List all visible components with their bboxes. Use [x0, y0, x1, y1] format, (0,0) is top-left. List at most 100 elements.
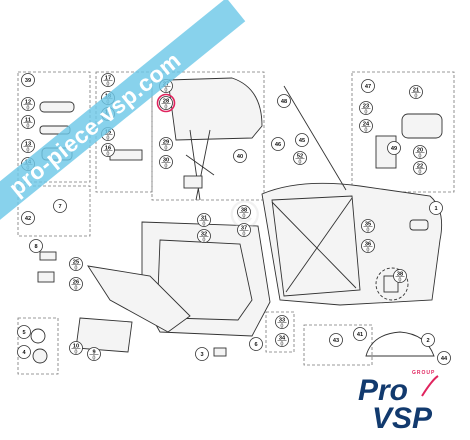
callout-circle — [359, 119, 373, 133]
callout-quantity: 0 — [365, 109, 368, 115]
callout-circle — [21, 97, 35, 111]
callout-number: 3 — [200, 352, 203, 358]
watermark-band-bg — [0, 0, 246, 229]
callout-c4: 4 — [17, 345, 31, 359]
callout-number: 5 — [22, 330, 25, 336]
callout-quantity: 0 — [165, 104, 168, 110]
callout-c44: 44 — [437, 351, 451, 365]
door-seal-strip — [283, 85, 347, 191]
callout-c5: 5 — [17, 325, 31, 339]
callout-quantity: 0 — [165, 145, 168, 151]
callout-circle — [413, 145, 427, 159]
door-shell — [261, 182, 443, 306]
callout-circle — [237, 223, 251, 237]
callout-number: 29 — [163, 140, 169, 146]
callout-number: 4 — [22, 350, 26, 356]
callout-quantity: 0 — [419, 169, 422, 175]
callout-c16: 160 — [101, 143, 115, 157]
callout-c30: 300 — [159, 155, 173, 169]
callout-circle — [413, 161, 427, 175]
callout-circle — [195, 347, 209, 361]
callout-c22: 220 — [413, 161, 427, 175]
callout-circle — [421, 333, 435, 347]
callout-circle — [101, 73, 115, 87]
callout-circle — [17, 345, 31, 359]
callout-number: 33 — [279, 318, 285, 324]
callout-number: 32 — [201, 232, 207, 238]
vapor-barrier — [75, 317, 133, 353]
callout-circle — [429, 201, 443, 215]
callout-c47: 47 — [361, 79, 375, 93]
callout-quantity: 0 — [365, 127, 368, 133]
callout-c33: 330 — [275, 315, 289, 329]
callout-c23: 230 — [359, 101, 373, 115]
callout-circle — [277, 94, 291, 108]
callout-circle — [359, 101, 373, 115]
callout-circle — [361, 219, 375, 233]
callout-number: 38 — [397, 272, 403, 278]
callout-quantity: 0 — [203, 237, 206, 243]
callout-c40: 40 — [233, 149, 247, 163]
hinge-part-bracket — [37, 271, 55, 283]
callout-circle — [353, 327, 367, 341]
callout-quantity: 0 — [281, 341, 284, 347]
callout-c7: 7 — [53, 199, 67, 213]
window-regulator — [185, 129, 215, 201]
callout-c13: 130 — [21, 139, 35, 153]
callout-quantity: 0 — [419, 153, 422, 159]
logo-swoosh — [421, 375, 439, 397]
callout-number: 12 — [25, 100, 31, 106]
callout-quantity: 0 — [107, 81, 110, 87]
callout-number: 11 — [25, 118, 31, 124]
lock-part-16 — [109, 149, 143, 161]
callout-circle — [21, 73, 35, 87]
callout-circle — [275, 333, 289, 347]
regulator-motor — [183, 175, 203, 189]
callout-circle — [329, 333, 343, 347]
callout-number: 48 — [281, 99, 287, 105]
provsp-logo: Pro VSP GROUP — [358, 370, 439, 435]
callout-number: 15 — [105, 130, 111, 136]
callout-circle — [69, 277, 83, 291]
callout-number: 6 — [254, 342, 257, 348]
callout-number: 39 — [25, 78, 31, 84]
callout-number: 9 — [92, 350, 95, 356]
callout-c43: 43 — [329, 333, 343, 347]
callout-number: 23 — [363, 104, 369, 110]
callout-number: 35 — [365, 222, 371, 228]
callout-number: 43 — [333, 338, 339, 344]
callout-number: 41 — [357, 332, 363, 338]
callout-number: 36 — [365, 242, 371, 248]
callout-quantity: 0 — [75, 285, 78, 291]
callout-number: 2 — [426, 338, 429, 344]
callout-c9: 90 — [87, 347, 101, 361]
callout-number: 37 — [241, 226, 247, 232]
callout-circle — [295, 133, 309, 147]
callout-c12: 120 — [21, 97, 35, 111]
callout-quantity: 0 — [281, 323, 284, 329]
callout-number: 10 — [73, 344, 79, 350]
callout-quantity: 0 — [75, 265, 78, 271]
callout-circle — [69, 341, 83, 355]
callout-number: 1 — [434, 206, 437, 212]
callout-c39: 39 — [21, 73, 35, 87]
callout-circle — [21, 211, 35, 225]
callout-circle — [275, 315, 289, 329]
logo-line-2: VSP — [372, 402, 433, 435]
callout-circle — [197, 229, 211, 243]
group-box-hinge — [17, 185, 91, 237]
callout-number: 24 — [363, 122, 370, 128]
callout-quantity: 0 — [75, 349, 78, 355]
callout-c3: 3 — [195, 347, 209, 361]
speaker-ring — [30, 328, 46, 344]
callout-c34: 340 — [275, 333, 289, 347]
callout-number: 8 — [34, 244, 37, 250]
callout-c29: 290 — [159, 137, 173, 151]
callout-number: 44 — [441, 356, 448, 362]
callout-circle — [361, 239, 375, 253]
callout-circle — [387, 141, 401, 155]
callout-quantity: 0 — [93, 355, 96, 361]
callout-c35: 350 — [361, 219, 375, 233]
callout-circle — [21, 139, 35, 153]
callout-c49: 49 — [387, 141, 401, 155]
